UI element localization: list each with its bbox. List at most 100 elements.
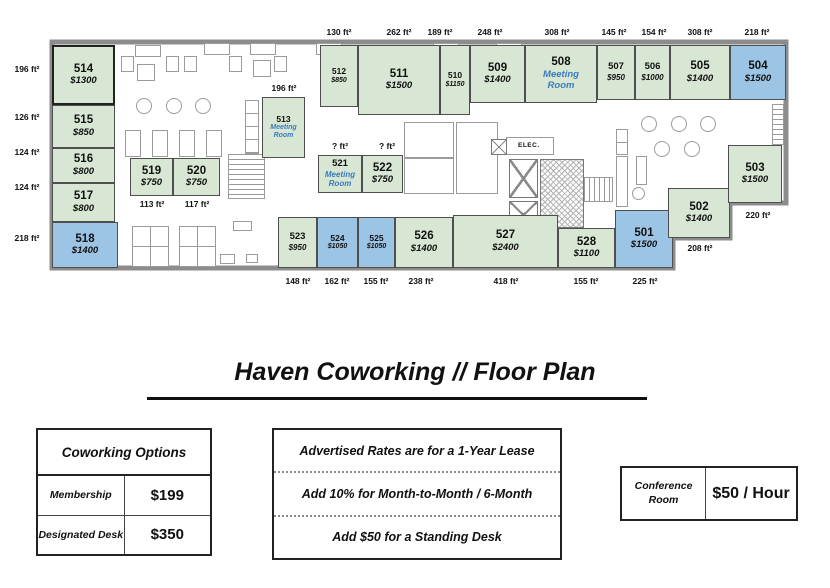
area-label-516: 124 ft² [14, 147, 40, 157]
room-505: 505$1400 [670, 45, 730, 100]
room-512: 512$850 [320, 45, 358, 107]
option-price: $350 [150, 526, 184, 544]
armchair [229, 56, 242, 72]
elevator-shaft-icon [491, 139, 507, 155]
area-label-502: 208 ft² [687, 243, 713, 253]
armchair [166, 56, 179, 72]
stairs [228, 154, 265, 199]
room-527: 527$2400 [453, 215, 558, 268]
coworking-options-table: Coworking Options Membership $199 Design… [36, 428, 212, 556]
conference-room-rate-box: Conference Room $50 / Hour [620, 466, 798, 521]
stairs [584, 177, 613, 202]
elevator-lobby [540, 159, 584, 228]
area-label-522: ? ft² [378, 141, 396, 151]
area-label-505: 308 ft² [687, 27, 713, 37]
round-table [671, 116, 687, 132]
conference-room-label: Conference Room [622, 468, 707, 519]
room-517: 517$800 [52, 183, 115, 222]
area-label-508: 308 ft² [544, 27, 570, 37]
area-label-504: 218 ft² [744, 27, 770, 37]
room-514: 514$1300 [52, 45, 115, 105]
room-520: 520$750 [173, 158, 220, 196]
options-table-header: Coworking Options [38, 430, 210, 476]
room-524: 524$1050 [317, 217, 358, 268]
armchair [274, 56, 287, 72]
option-label: Membership [38, 476, 125, 515]
area-label-527: 418 ft² [493, 276, 519, 286]
room-516: 516$800 [52, 148, 115, 183]
kitchen-counter [616, 156, 628, 207]
room-503: 503$1500 [728, 145, 782, 203]
round-table [136, 98, 152, 114]
area-label-503: 220 ft² [745, 210, 771, 220]
room-502: 502$1400 [668, 188, 730, 238]
desk-cluster [179, 226, 216, 267]
desk [233, 221, 252, 231]
desk [246, 254, 258, 263]
page-title: Haven Coworking // Floor Plan [234, 358, 596, 386]
work-table [125, 130, 141, 157]
area-label-509: 248 ft² [477, 27, 503, 37]
room-526: 526$1400 [395, 217, 453, 268]
area-label-519: 113 ft² [139, 199, 165, 209]
area-label-506: 154 ft² [641, 27, 667, 37]
elevator-shaft-icon [509, 159, 538, 198]
rates-notes-box: Advertised Rates are for a 1-Year Lease … [272, 428, 562, 560]
restroom [404, 158, 454, 194]
kitchen-counter [636, 156, 647, 185]
rates-note: Add $50 for a Standing Desk [332, 530, 502, 545]
table-row: Membership $199 [38, 476, 210, 516]
restroom [456, 122, 498, 194]
storage-cabinet [245, 100, 259, 154]
area-label-512: 130 ft² [326, 27, 352, 37]
area-label-511: 262 ft² [386, 27, 412, 37]
round-table [654, 141, 670, 157]
area-label-507: 145 ft² [601, 27, 627, 37]
table-row: Designated Desk $350 [38, 515, 210, 554]
room-522: 522$750 [362, 155, 403, 193]
area-label-515: 126 ft² [14, 112, 40, 122]
room-528: 528$1100 [558, 228, 615, 268]
option-label: Designated Desk [38, 515, 125, 554]
rates-note: Add 10% for Month-to-Month / 6-Month [274, 473, 560, 517]
area-label-521: ? ft² [331, 141, 349, 151]
work-table [152, 130, 168, 157]
lockers [772, 104, 784, 145]
desk [220, 254, 235, 264]
area-label-526: 238 ft² [408, 276, 434, 286]
room-504: 504$1500 [730, 45, 786, 100]
room-515: 515$850 [52, 105, 115, 148]
coffee-table [253, 60, 271, 77]
area-label-517: 124 ft² [14, 182, 40, 192]
sofa [204, 43, 230, 55]
armchair [184, 56, 197, 72]
restroom [404, 122, 454, 158]
room-507: 507$950 [597, 45, 635, 100]
area-label-528: 155 ft² [573, 276, 599, 286]
round-table [700, 116, 716, 132]
area-label-510: 189 ft² [427, 27, 453, 37]
room-511: 511$1500 [358, 45, 440, 115]
work-table [206, 130, 222, 157]
room-525: 525$1050 [358, 217, 395, 268]
room-523: 523$950 [278, 217, 317, 268]
round-table [641, 116, 657, 132]
cafe-table [632, 187, 645, 200]
area-label-513: 196 ft² [271, 83, 297, 93]
round-table [684, 141, 700, 157]
area-label-524: 162 ft² [324, 276, 350, 286]
area-label-518: 218 ft² [14, 233, 40, 243]
room-510: 510$1150 [440, 45, 470, 115]
floor-plan: ELEC. 514$1300 515$850 516$800 517$800 5… [14, 27, 789, 286]
area-label-520: 117 ft² [184, 199, 210, 209]
room-518: 518$1400 [52, 222, 118, 268]
round-table [166, 98, 182, 114]
desk-cluster [132, 226, 169, 267]
armchair [121, 56, 134, 72]
conference-room-price: $50 / Hour [712, 484, 790, 502]
area-label-514: 196 ft² [14, 64, 40, 74]
room-506: 506$1000 [635, 45, 670, 100]
round-table [195, 98, 211, 114]
